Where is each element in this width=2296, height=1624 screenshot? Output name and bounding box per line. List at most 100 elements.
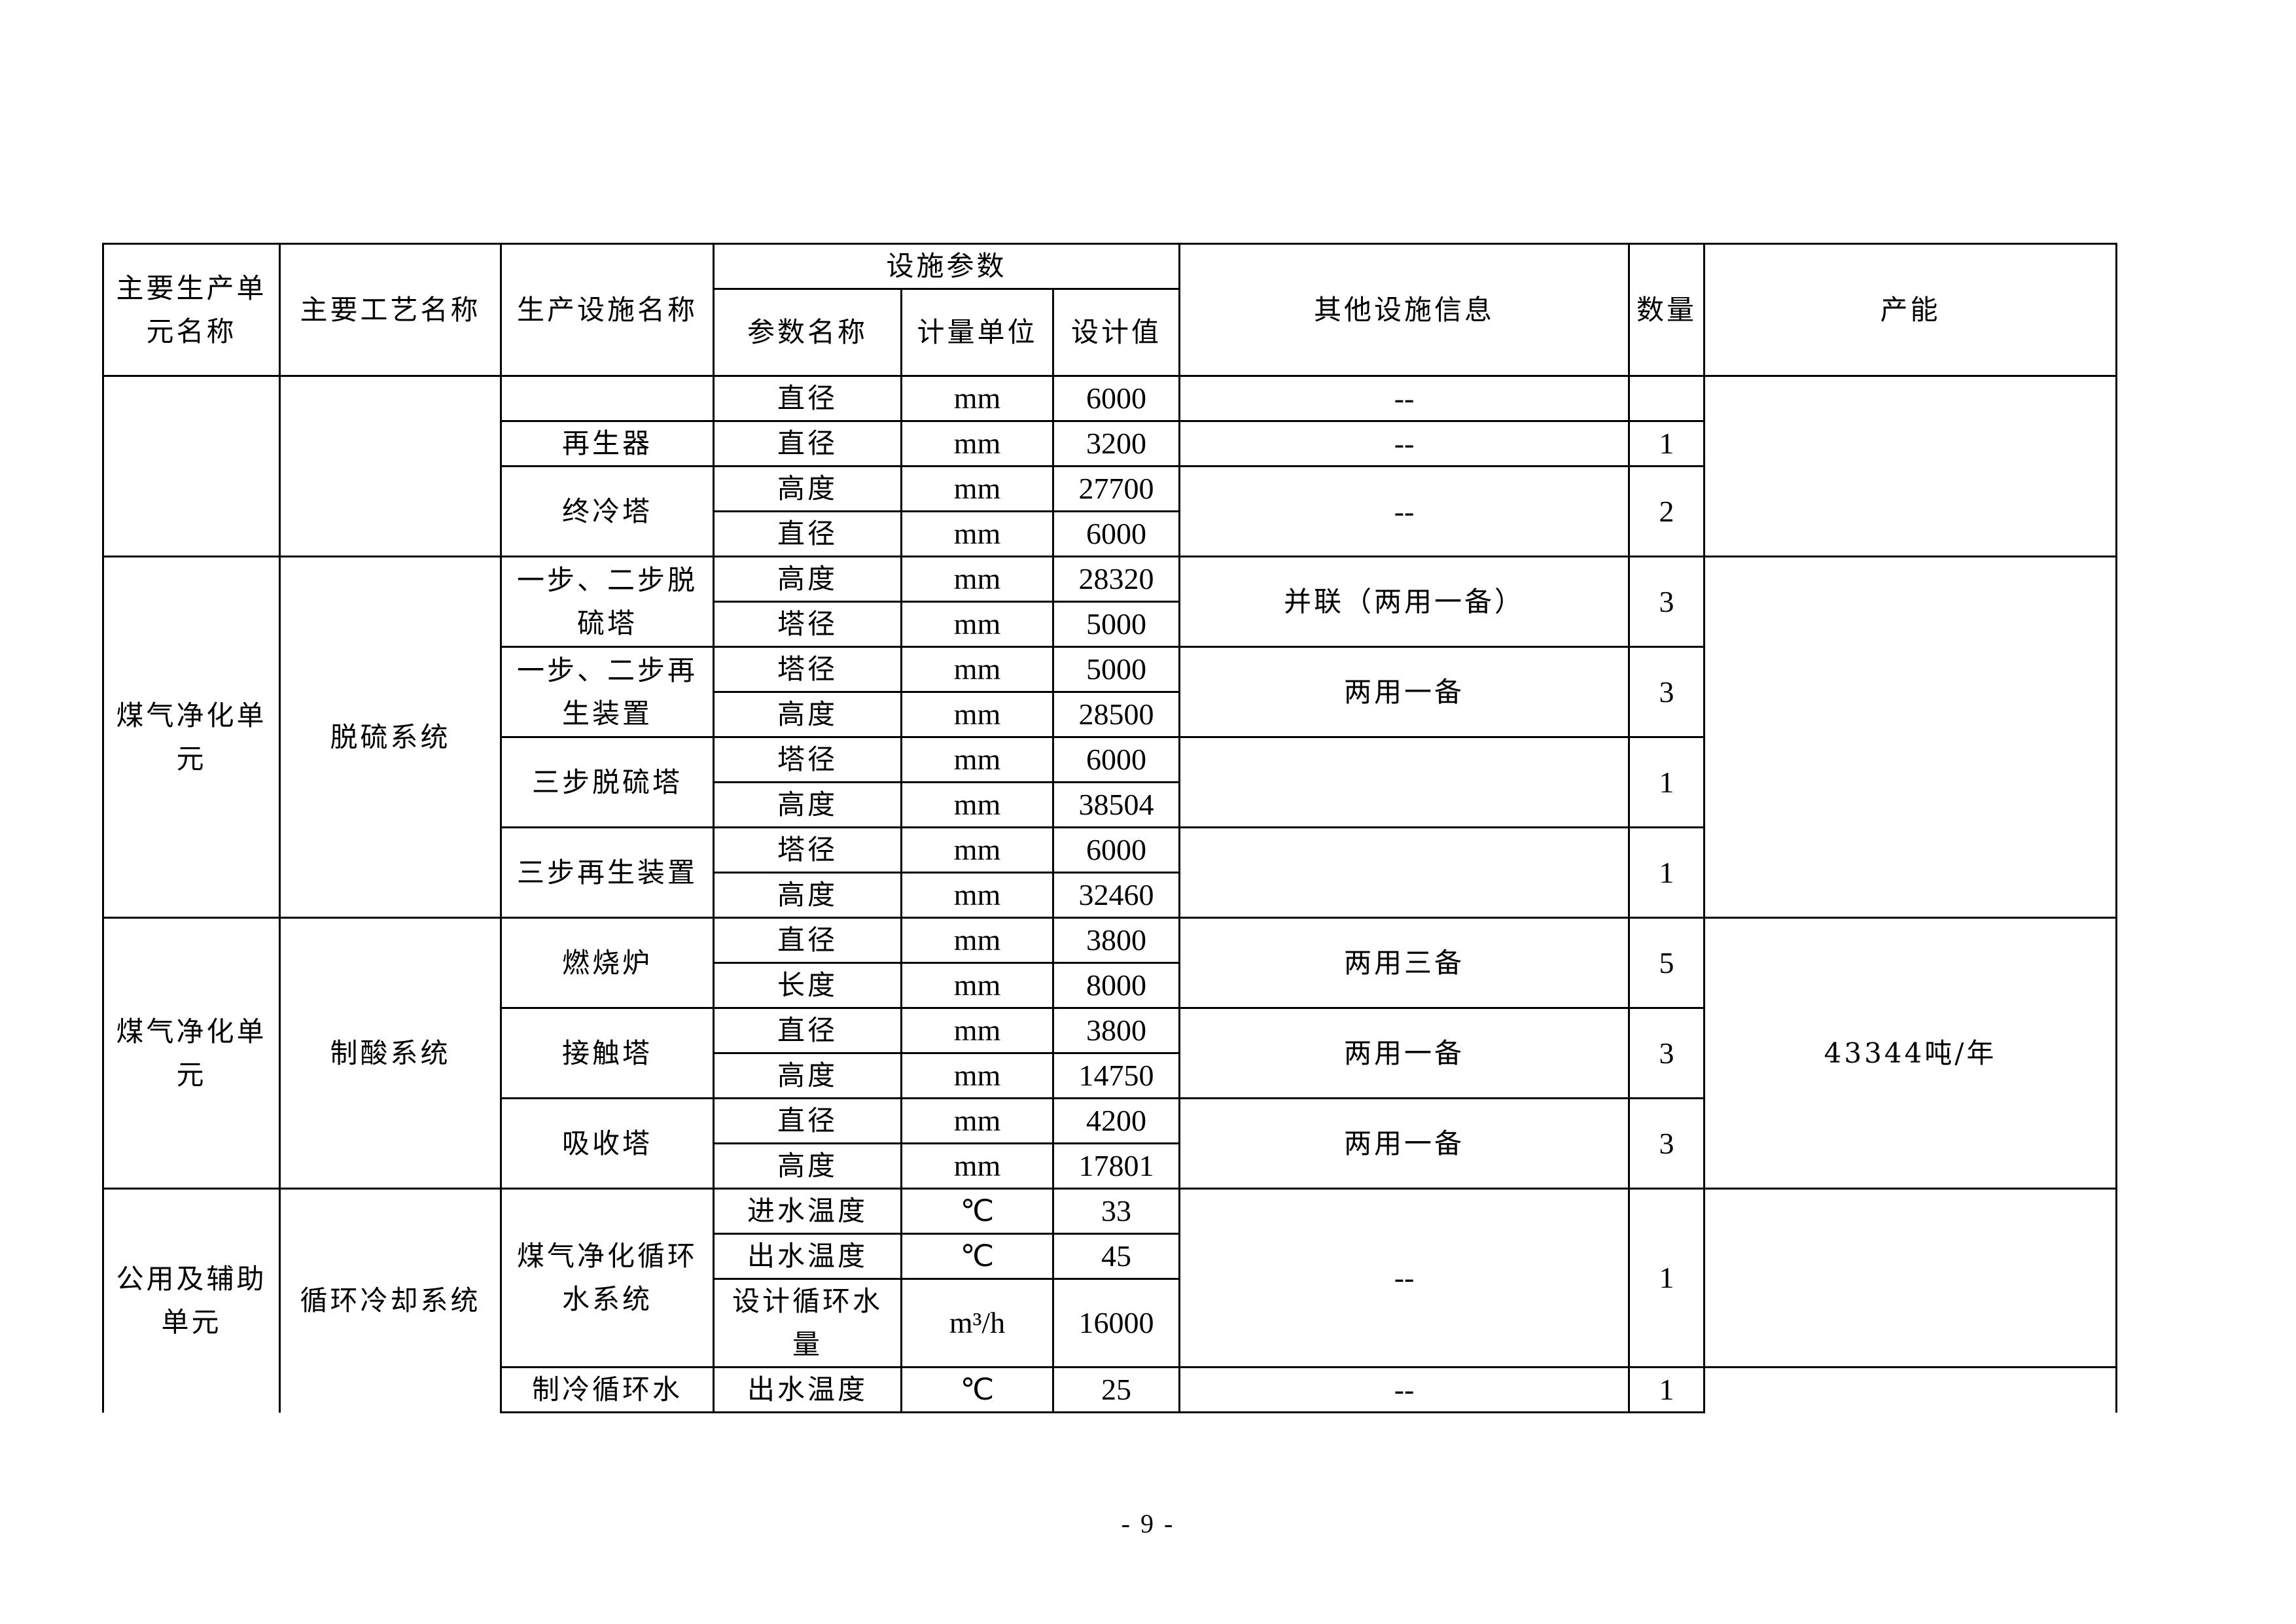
table-row: 设计循环水量 m³/h 16000 bbox=[103, 1278, 2117, 1368]
capacity-cell bbox=[1703, 556, 2118, 919]
table-row: 出水温度 ℃ 45 bbox=[103, 1233, 2117, 1280]
header-facility: 生产设施名称 bbox=[500, 243, 715, 377]
facility-cell: 接触塔 bbox=[500, 1007, 715, 1099]
param-unit-cell: mm bbox=[900, 646, 1054, 693]
param-value-cell: 14750 bbox=[1051, 1052, 1181, 1099]
capacity-cell bbox=[1703, 375, 2118, 557]
facility-cell: 三步再生装置 bbox=[500, 826, 715, 919]
table-row: 塔径 mm 5000 bbox=[103, 601, 2117, 648]
param-value-cell: 33 bbox=[1051, 1188, 1181, 1235]
header-qty: 数量 bbox=[1628, 243, 1706, 377]
param-name-cell: 直径 bbox=[713, 1097, 902, 1144]
qty-cell: 5 bbox=[1628, 917, 1706, 1009]
param-unit-cell: mm bbox=[900, 375, 1054, 422]
other-info-cell: 两用一备 bbox=[1178, 646, 1631, 738]
param-name-cell: 直径 bbox=[713, 420, 902, 467]
unit-cell bbox=[102, 375, 281, 557]
header-param-value: 设计值 bbox=[1051, 288, 1181, 377]
header-param-name: 参数名称 bbox=[713, 288, 902, 377]
process-cell: 制酸系统 bbox=[279, 917, 502, 1190]
param-unit-cell: mm bbox=[900, 736, 1054, 783]
table-row: 长度 mm 8000 bbox=[103, 962, 2117, 1009]
table-row: 公用及辅助单元 循环冷却系统 煤气净化循环水系统 进水温度 ℃ 33 -- 1 bbox=[102, 1188, 2118, 1413]
facility-cell: 一步、二步脱硫塔 bbox=[500, 556, 715, 648]
capacity-cell bbox=[1703, 1366, 2118, 1413]
param-unit-cell: m³/h bbox=[900, 1278, 1054, 1368]
param-value-cell: 25 bbox=[1051, 1366, 1181, 1413]
param-unit-cell: mm bbox=[900, 1007, 1054, 1054]
param-value-cell: 28320 bbox=[1051, 556, 1181, 603]
param-value-cell: 5000 bbox=[1051, 646, 1181, 693]
param-value-cell: 5000 bbox=[1051, 601, 1181, 648]
param-value-cell: 6000 bbox=[1051, 510, 1181, 557]
qty-cell: 1 bbox=[1628, 736, 1706, 828]
other-info-cell bbox=[1178, 826, 1631, 919]
table-row: 吸收塔 直径 mm 4200 两用一备 3 bbox=[103, 1097, 2117, 1190]
other-info-cell: 两用三备 bbox=[1178, 917, 1631, 1009]
param-name-cell: 高度 bbox=[713, 872, 902, 919]
table-row: 再生器 直径 mm 3200 -- 1 bbox=[103, 420, 2117, 467]
table-row: 高度 mm 17801 bbox=[103, 1142, 2117, 1190]
table-header-row: 主要生产单元名称 主要工艺名称 生产设施名称 设施参数 其他设施信息 数量 产能 bbox=[102, 243, 2118, 377]
param-name-cell: 直径 bbox=[713, 917, 902, 964]
table-row: 三步脱硫塔 塔径 mm 6000 1 bbox=[103, 736, 2117, 828]
param-unit-cell: ℃ bbox=[900, 1188, 1054, 1235]
qty-cell: 3 bbox=[1628, 556, 1706, 648]
facility-cell: 三步脱硫塔 bbox=[500, 736, 715, 828]
param-name-cell: 高度 bbox=[713, 1142, 902, 1190]
header-process: 主要工艺名称 bbox=[279, 243, 502, 377]
param-unit-cell: mm bbox=[900, 917, 1054, 964]
qty-cell: 3 bbox=[1628, 646, 1706, 738]
param-value-cell: 3200 bbox=[1051, 420, 1181, 467]
table-header-row: 参数名称 计量单位 设计值 bbox=[103, 288, 2117, 377]
param-unit-cell: mm bbox=[900, 601, 1054, 648]
param-name-cell: 塔径 bbox=[713, 646, 902, 693]
header-params: 设施参数 bbox=[712, 243, 1181, 290]
param-value-cell: 16000 bbox=[1051, 1278, 1181, 1368]
param-value-cell: 17801 bbox=[1051, 1142, 1181, 1190]
param-name-cell: 高度 bbox=[713, 556, 902, 603]
qty-cell: 2 bbox=[1628, 465, 1706, 557]
param-name-cell: 高度 bbox=[713, 1052, 902, 1099]
qty-cell: 1 bbox=[1628, 1188, 1706, 1368]
param-name-cell: 高度 bbox=[713, 781, 902, 828]
table-row: 一步、二步再生装置 塔径 mm 5000 两用一备 3 bbox=[103, 646, 2117, 738]
qty-cell bbox=[1628, 375, 1706, 422]
param-name-cell: 出水温度 bbox=[713, 1366, 902, 1413]
param-name-cell: 直径 bbox=[713, 375, 902, 422]
param-unit-cell: mm bbox=[900, 465, 1054, 512]
header-other: 其他设施信息 bbox=[1178, 243, 1631, 377]
param-value-cell: 28500 bbox=[1051, 691, 1181, 738]
capacity-cell: 43344吨/年 bbox=[1703, 917, 2118, 1190]
unit-cell: 煤气净化单元 bbox=[102, 917, 281, 1190]
facility-cell: 再生器 bbox=[500, 420, 715, 467]
page-number: - 9 - bbox=[1121, 1509, 1175, 1538]
qty-cell: 1 bbox=[1628, 1366, 1706, 1413]
param-unit-cell: mm bbox=[900, 1052, 1054, 1099]
other-info-cell: -- bbox=[1178, 420, 1631, 467]
unit-cell: 煤气净化单元 bbox=[102, 556, 281, 919]
unit-cell: 公用及辅助单元 bbox=[102, 1188, 281, 1413]
other-info-cell: -- bbox=[1178, 375, 1631, 422]
param-name-cell: 塔径 bbox=[713, 601, 902, 648]
param-value-cell: 6000 bbox=[1051, 736, 1181, 783]
table-row: 制冷循环水 出水温度 ℃ 25 -- 1 bbox=[103, 1366, 2118, 1413]
param-unit-cell: ℃ bbox=[900, 1366, 1054, 1413]
table-row: 直径 mm 6000 -- bbox=[102, 375, 2118, 557]
param-value-cell: 6000 bbox=[1051, 826, 1181, 874]
param-value-cell: 8000 bbox=[1051, 962, 1181, 1009]
param-unit-cell: mm bbox=[900, 510, 1054, 557]
process-cell: 循环冷却系统 bbox=[279, 1188, 502, 1413]
qty-cell: 3 bbox=[1628, 1097, 1706, 1190]
facility-cell: 吸收塔 bbox=[500, 1097, 715, 1190]
qty-cell: 1 bbox=[1628, 826, 1706, 919]
param-unit-cell: ℃ bbox=[900, 1233, 1054, 1280]
param-name-cell: 直径 bbox=[713, 510, 902, 557]
param-value-cell: 38504 bbox=[1051, 781, 1181, 828]
table-row: 高度 mm 28500 bbox=[103, 691, 2117, 738]
table-row: 三步再生装置 塔径 mm 6000 1 bbox=[103, 826, 2117, 919]
param-unit-cell: mm bbox=[900, 691, 1054, 738]
table-row: 煤气净化单元 制酸系统 燃烧炉 直径 mm 3800 两用三备 5 43344吨… bbox=[102, 917, 2118, 1190]
table-row: 煤气净化单元 脱硫系统 一步、二步脱硫塔 高度 mm 28320 并联（两用一备… bbox=[102, 556, 2118, 919]
facility-cell: 终冷塔 bbox=[500, 465, 715, 557]
